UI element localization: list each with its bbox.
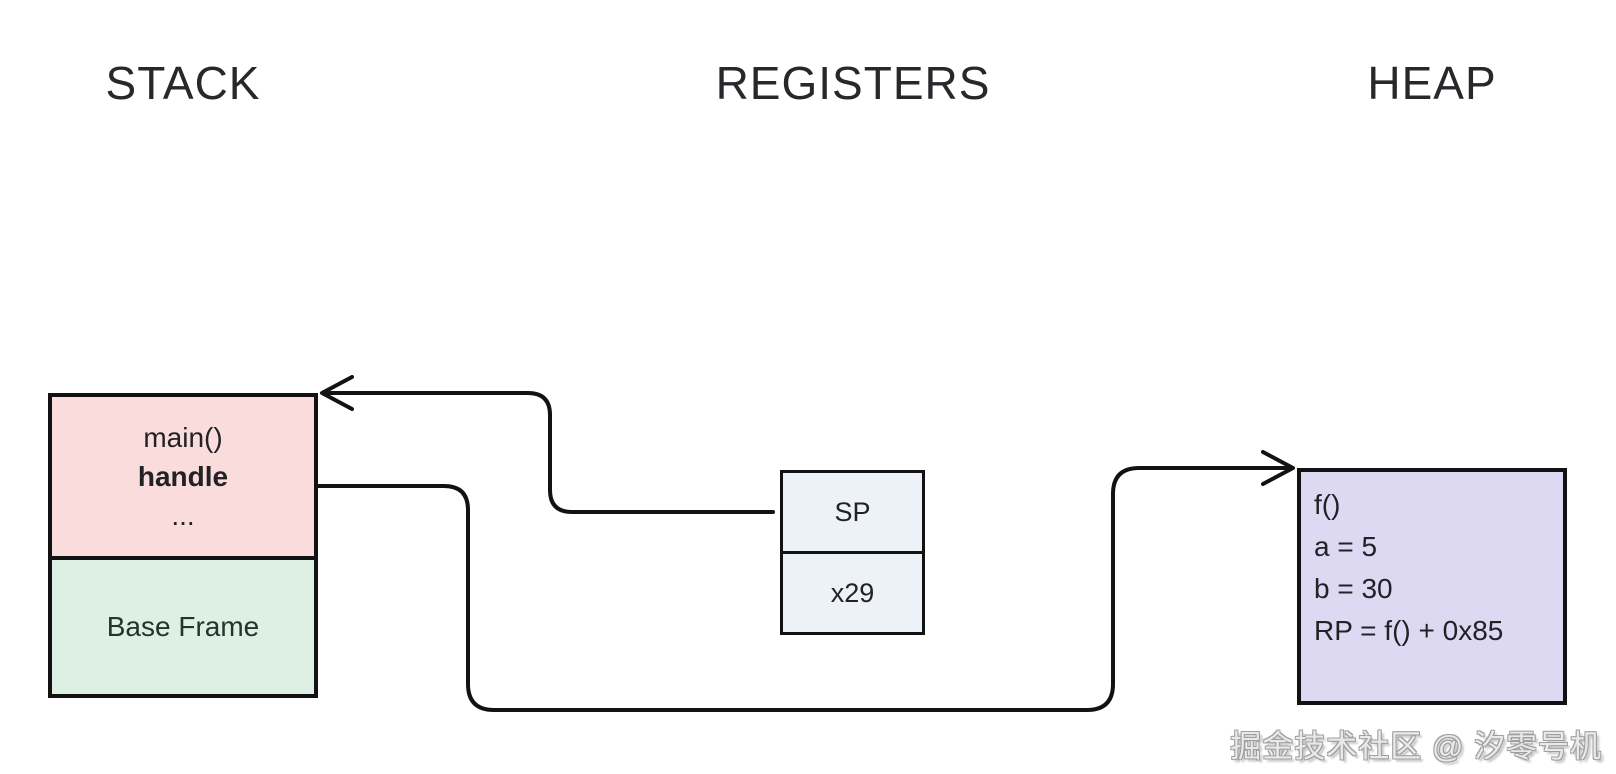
heap-line-f: f() — [1314, 489, 1341, 520]
registers-box: SP x29 — [780, 470, 925, 635]
heap-line-rp: RP = f() + 0x85 — [1314, 615, 1504, 646]
heap-line-b: b = 30 — [1314, 573, 1393, 604]
handle-to-heap-arrow-line — [256, 466, 1291, 712]
stack-frame-line-main: main() — [143, 422, 223, 453]
stack-base-frame: Base Frame — [52, 560, 314, 694]
heap-line-a: a = 5 — [1314, 531, 1378, 562]
register-cell-x29: x29 — [783, 554, 922, 632]
stack-frame-line-ellipsis: ... — [171, 500, 195, 531]
sp-to-stack-arrowhead-icon — [320, 375, 354, 411]
register-x29-label: x29 — [830, 577, 875, 608]
base-frame-label: Base Frame — [106, 611, 260, 642]
stack-box: main() handle ... Base Frame — [48, 393, 318, 698]
watermark-text: 掘金技术社区 @ 汐零号机 — [1230, 729, 1602, 764]
stack-main-frame: main() handle ... — [52, 397, 314, 560]
heap-title: HEAP — [1367, 57, 1497, 109]
register-cell-sp: SP — [783, 473, 922, 554]
stack-title: STACK — [105, 57, 261, 109]
register-sp-label: SP — [834, 496, 871, 527]
sp-to-stack-arrow-line — [324, 391, 775, 514]
handle-to-heap-arrowhead-icon — [1261, 450, 1295, 486]
registers-title: REGISTERS — [715, 57, 991, 109]
heap-block: f() a = 5 b = 30 RP = f() + 0x85 — [1297, 468, 1567, 705]
stack-frame-line-handle: handle — [137, 461, 229, 492]
